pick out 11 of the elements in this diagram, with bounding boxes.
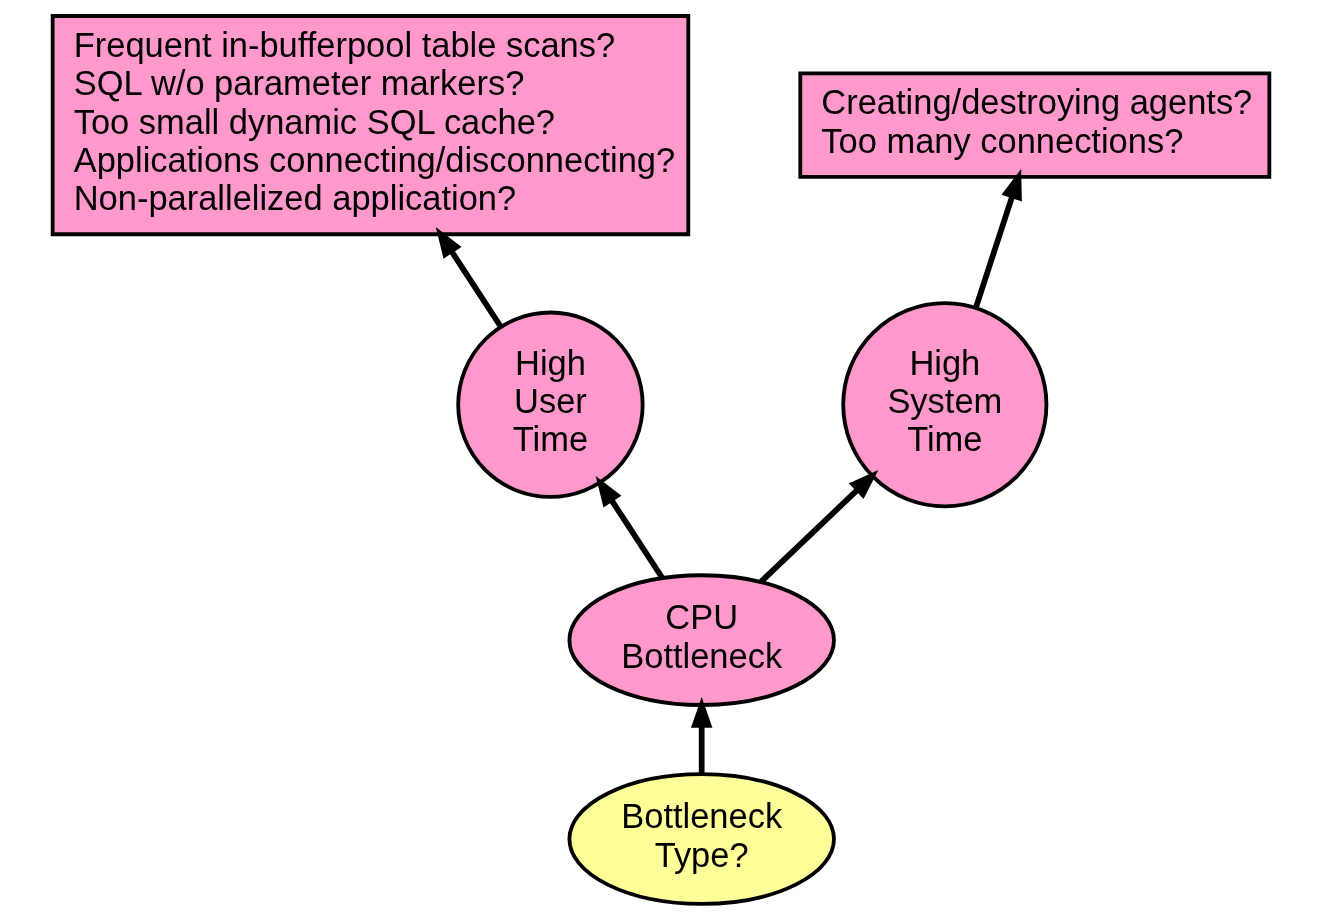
node-box: Frequent in-bufferpool table scans? SQL w/o parameter markers? Too small dynamic SQL cache? Applications connecting/disconnecting? Non-parallelized application?: [50, 14, 691, 237]
arrow: [973, 168, 1022, 309]
arrow: [690, 697, 713, 774]
node-circle: High System Time: [841, 301, 1049, 509]
node-circle: High User Time: [456, 310, 645, 499]
arrow: [595, 475, 665, 580]
node-box: Creating/destroying agents? Too many connections?: [798, 71, 1272, 179]
node-ellipse: CPU Bottleneck: [567, 573, 836, 707]
node-ellipse: Bottleneck Type?: [567, 772, 836, 906]
arrow: [435, 227, 504, 329]
arrow: [759, 469, 879, 584]
